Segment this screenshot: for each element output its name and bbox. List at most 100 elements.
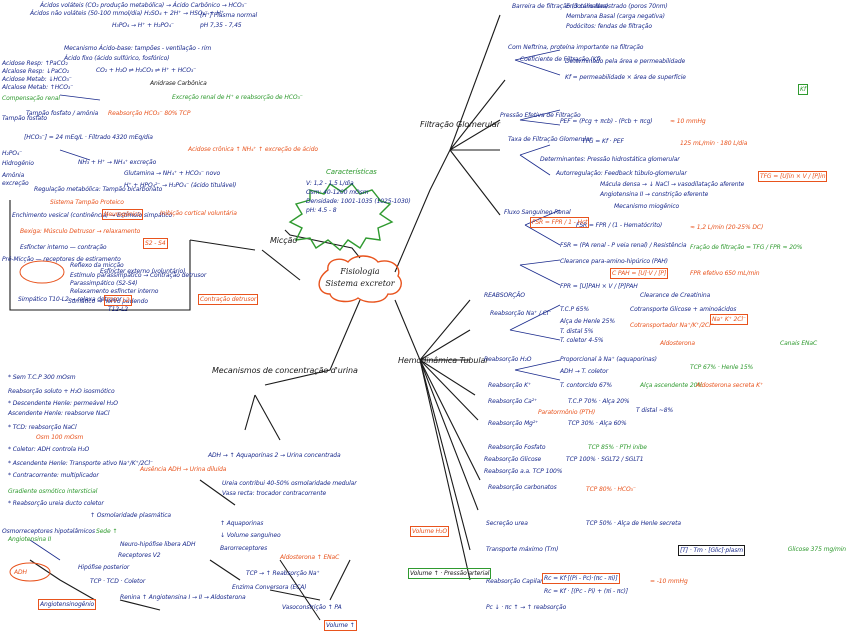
central-topic-line1: Fisiologia [340,267,380,276]
tubular-note: Reabsorção Na⁺ / Cl⁻ [490,310,552,317]
tubular-note: Transporte máximo (Tm) [486,546,559,553]
filtration-note: Coeficiente de Filtração (Kf) [520,56,601,63]
filtration-note: 125 mL/min · 180 L/dia [680,140,748,147]
left-top-note: pH 7,35 - 7,45 [200,22,242,29]
left-side-note: Acidose Metab: ↓HCO₃⁻ [2,76,72,83]
bottom-left-note: Hipófise posterior [78,564,130,571]
filtration-note: Kf = permeabilidade × área de superfície [565,74,686,81]
micturition-note: T12-L2 [108,306,129,313]
tag-adh-circle: ADH [14,569,27,576]
tag-s2s4: S2 - S4 [143,238,168,249]
tubular-note: Alça de Henle 25% [560,318,615,325]
micturition-note: Estímulo parassimpático → Contração detr… [70,272,207,279]
concentration-note: * Ascendente Henle: Transporte ativo Na⁺… [8,460,153,467]
micturition-note: Reflexo da micção [70,262,124,269]
filtration-note: Determinantes: Pressão hidrostática glom… [540,156,680,163]
micturition-note: Bexiga: Músculo Detrusor → relaxamento [20,228,141,235]
concentration-note: Ausência ADH → Urina diluída [140,466,227,473]
micturition-note: Enchimento vesical (continência) → Estím… [12,212,173,219]
tubular-note: Canais ENaC [780,340,818,347]
tubular-note: Cotransportador Na⁺/K⁺/2Cl⁻ [630,322,714,329]
tag-tm-box: [T] · Tm · [Glic]·plasm [678,545,745,556]
tag-neuro: Neurogênico [102,209,143,220]
tubular-note: T.C.P 65% [560,306,589,313]
tubular-note: TCP 30% · Alça 60% [568,420,627,427]
acid-base-note: Mecanismo Ácido-base: tampões - ventilaç… [64,45,212,52]
tubular-note: REABSORÇÃO [484,292,525,299]
filtration-note: PEF = (Pcg + πcb) - (Pcb + πcg) [560,118,653,125]
tag-t10l2: T10 - L2 [104,295,132,306]
concentration-note: * Sem T.C.P 300 mOsm [8,374,76,381]
bottom-left-note: Renina ↑ Angiotensina I → II → Aldostero… [120,594,246,601]
tag-volume-box: Volume H₂O [410,526,449,537]
micturition-note: Esfíncter interno — contração [20,244,107,251]
concentration-note: Ureia contribui 40-50% osmolaridade medu… [222,480,357,487]
filtration-note: FPR = [U]PAH × V / [P]PAH [560,283,638,290]
left-side-note: excreção [2,180,29,187]
acid-base-note: Reabsorção HCO₃⁻ 80% TCP [108,110,191,117]
tubular-note: Reabsorção Capilar [486,578,543,585]
tubular-note: Reabsorção Mg²⁺ [488,420,539,427]
acid-base-note: Tampão fosfato / amônia [26,110,99,117]
concentration-note: ADH → ↑ Aquaporinas 2 → Urina concentrad… [208,452,341,459]
tag-rc-box: Rc = Kf·[(Pi - Pc)·(πc - πi)] [542,573,620,584]
filtration-note: Fluxo Sanguíneo Renal [504,209,571,216]
acid-base-note: Glutamina → NH₄⁺ + HCO₃⁻ novo [124,170,221,177]
bottom-left-note: Barorreceptores [220,545,268,552]
tubular-note: Reabsorção K⁺ [488,382,531,389]
left-top-note: H₃PO₄ → H⁺ + H₂PO₄⁻ [112,22,174,29]
concentration-note: Gradiente osmótico intersticial [8,488,98,495]
branch-concentration: Mecanismos de concentração d'urina [212,366,358,375]
concentration-note: Ascendente Henle: reabsorve NaCl [8,410,110,417]
branch-tubular: Hemodinâmica Tubular [398,356,489,365]
filtration-note: Determinado pela área e permeabilidade [565,58,686,65]
bottom-left-note: Enzima Conversora (ECA) [232,584,307,591]
bottom-left-note: ↓ Volume sanguíneo [220,532,281,539]
filtration-note: Com Neftrina, proteína importante na fil… [508,44,644,51]
burst-shape [288,183,394,251]
concentration-note: Vasa recta: trocador contracorrente [222,490,327,497]
tag-na-box: Na⁺ K⁺ 2Cl⁻ [710,314,748,325]
tubular-note: Proporcional à Na⁺ (aquaporinas) [560,356,657,363]
tubular-note: Aldosterona [660,340,695,347]
acid-base-note: NH₃ + H⁺ → NH₄⁺ excreção [78,159,157,166]
tubular-note: Reabsorção H₂O [484,356,532,363]
filtration-note: Clearance de Creatinina [640,292,711,299]
tubular-note: Secreção urea [486,520,528,527]
left-side-note: Hidrogênio [2,160,34,167]
micturition-note: Esfíncter externo (voluntário) [100,268,186,275]
filtration-note: ≈ 10 mmHg [670,118,706,125]
acid-base-note: H⁺ + HPO₄²⁻ → H₂PO₄⁻ (ácido titulável) [124,182,237,189]
tubular-note: Glicose 375 mg/min [787,546,846,553]
left-side-note: Alcalose Resp: ↓PaCO₂ [2,68,70,75]
tubular-note: Reabsorção a.a. TCP 100% [484,468,563,475]
tubular-note: TCP 67% · Henle 15% [690,364,754,371]
left-side-note: Compensação renal [2,95,60,102]
filtration-note: ≈ 1,2 L/min (20-25% DC) [690,224,764,231]
concentration-note: Reabsorção soluto + H₂O isosmótico [8,388,115,395]
acid-base-note: Sistema Tampão Proteico [50,199,124,206]
bottom-left-note: Osmorreceptores hipotalâmicos [2,528,96,535]
tubular-note: Pc ↓ · πc ↑ → ↑ reabsorção [486,604,567,611]
bottom-left-note: TCP · TCD · Coletor [90,578,146,585]
tubular-note: TCP 100% · SGLT2 / SGLT1 [566,456,644,463]
left-top-note: [H⁺] Plasma normal [200,12,258,19]
filtration-note: Mácula densa → ↓ NaCl → vasodilatação af… [600,181,745,188]
branch-micturition: Micção [270,236,298,245]
bottom-left-note: ↑ Osmolaridade plasmática [90,512,171,519]
tubular-note: T. coletor 4-5% [560,337,604,344]
acid-base-note: Excreção renal de H⁺ e reabsorção de HCO… [172,94,303,101]
tag-adh-box: Volume ↑ · Pressão arterial [407,568,492,579]
concentration-note: * Coletor: ADH controla H₂O [8,446,90,453]
filtration-note: FSR = (PA renal - P veia renal) / Resist… [560,242,687,249]
central-topic-line2: Sistema excretor [325,279,395,288]
tubular-note: T distal ~8% [636,407,674,414]
filtration-note: Membrana Basal (carga negativa) [566,13,665,20]
tubular-note: Aldosterona secreta K⁺ [696,382,764,389]
acid-base-note: CO₂ + H₂O ⇌ H₂CO₃ ⇌ H⁺ + HCO₃⁻ [96,67,197,74]
tubular-note: Paratormônio (PTH) [538,409,596,416]
central-topic: Fisiologia Sistema excretor [322,266,398,290]
filtration-note: FSR = FPR / (1 - Hematócrito) [576,222,663,229]
micturition-note: Somático → nervo pudendo [68,298,148,305]
